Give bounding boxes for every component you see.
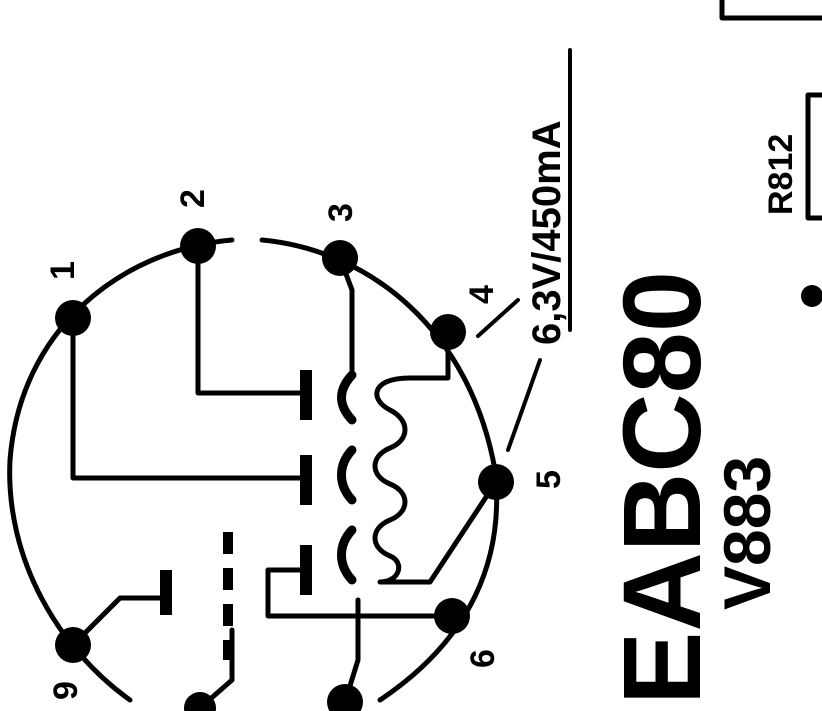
resistor-box [805,92,822,221]
pin-label-2: 2 [174,189,212,208]
tube-type-label: EABC80 [601,271,724,705]
pin-8 [184,692,216,711]
heater-leader-5 [506,358,542,452]
heater-rating: 6,3V/450mA [525,120,569,345]
junction-dot [801,285,822,307]
heater-leader-4 [476,298,520,338]
component-box-top [719,0,822,21]
pin-label-5: 5 [530,470,568,489]
cathode-arc-2 [337,445,357,505]
heater-filament [372,329,499,585]
tube-code-label: V883 [710,456,784,610]
cathode-arc-1 [337,370,357,425]
component-ref-label: R812 [762,134,800,215]
pin-label-1: 1 [44,261,82,280]
pin-label-4: 4 [463,285,501,304]
wire-pin-3 [337,255,355,373]
wire-pin-9 [70,595,165,648]
cathode-arc-3 [337,525,357,585]
wire-pin-2 [195,243,305,396]
pin-label-9: 9 [47,681,85,700]
pin-label-3: 3 [322,203,360,222]
wire-pin-7 [342,597,361,705]
pin-label-6: 6 [464,649,502,668]
wire-pin-1 [70,315,305,481]
